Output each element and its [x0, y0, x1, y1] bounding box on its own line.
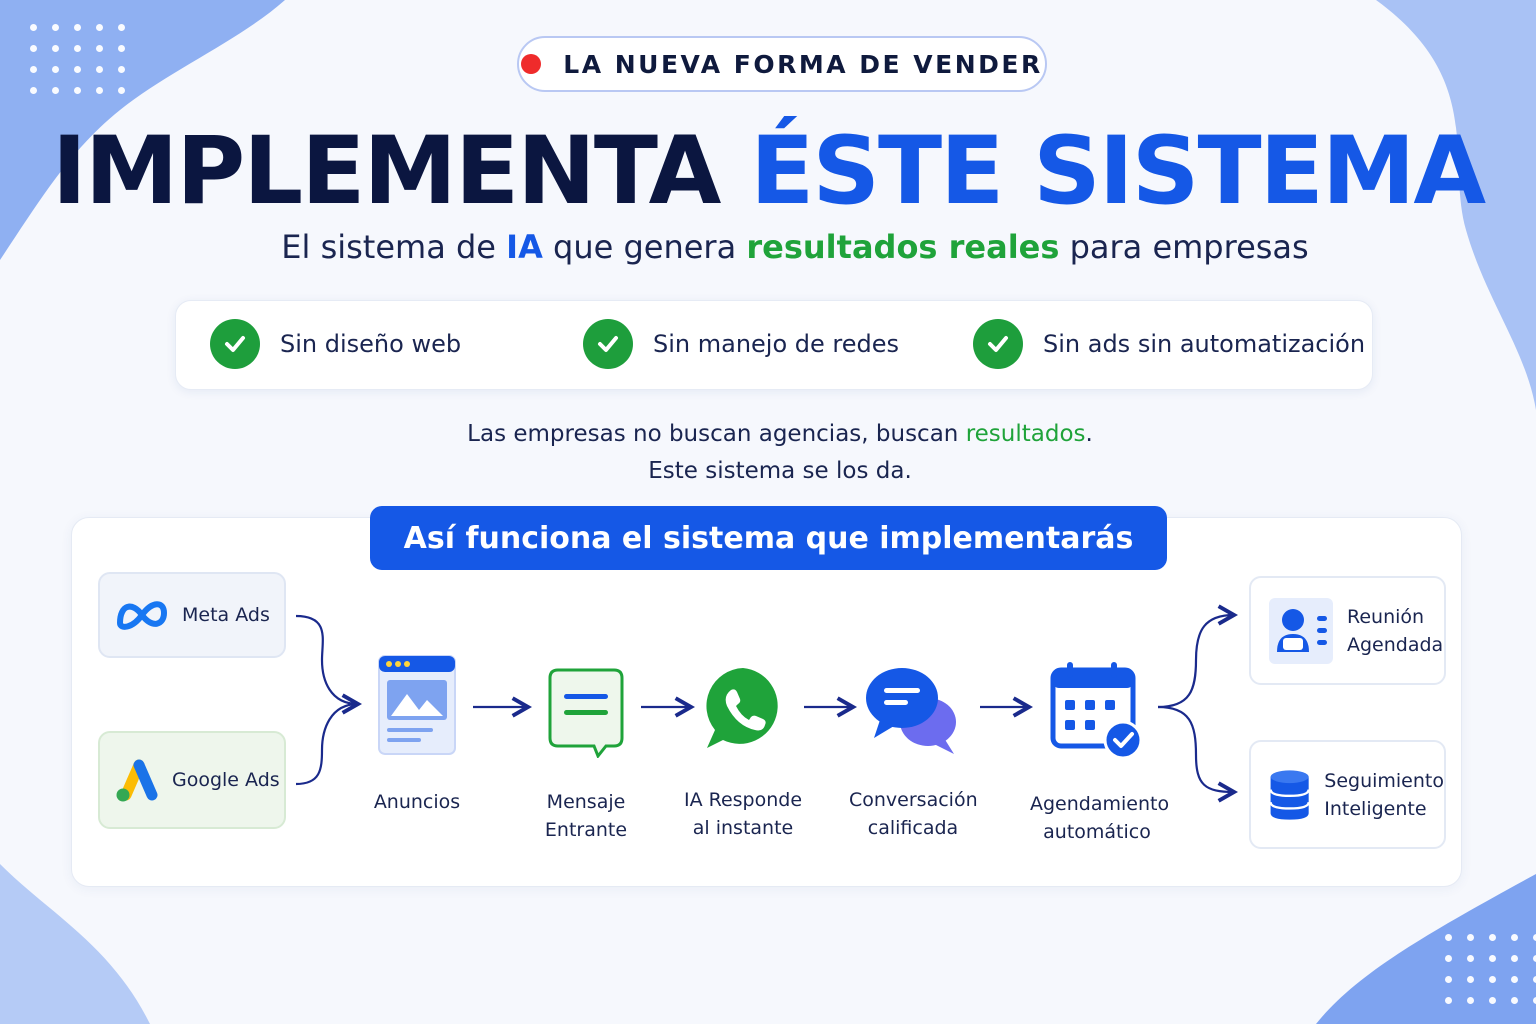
step-label: Anuncios: [373, 791, 461, 813]
meta-logo-icon: [117, 601, 167, 630]
step-mensaje-entrante: Mensaje Entrante: [536, 668, 636, 844]
source-label: Meta Ads: [182, 604, 270, 626]
output-label: Reunión Agendada: [1347, 605, 1444, 656]
note-period: .: [1085, 421, 1093, 447]
headline-badge: LA NUEVA FORMA DE VENDER: [517, 36, 1047, 92]
benefit-item: Sin ads sin automatización: [973, 319, 1365, 369]
note-line-2: Este sistema se los da.: [648, 458, 912, 484]
subtitle-highlight: resultados reales: [746, 228, 1060, 266]
benefit-label: Sin ads sin automatización: [1043, 330, 1366, 358]
message-icon: [548, 668, 624, 758]
step-label: Agendamiento automático: [1030, 793, 1170, 843]
whatsapp-icon: [706, 668, 778, 748]
contact-card-icon: [1269, 597, 1333, 664]
hero-title-dark: IMPLEMENTA: [51, 117, 722, 226]
note-text: Las empresas no buscan agencias, buscan: [467, 421, 966, 447]
red-dot-icon: [521, 54, 542, 74]
check-circle-icon: [210, 319, 260, 369]
step-agendamiento: Agendamiento automático: [1030, 660, 1170, 846]
check-circle-icon: [973, 319, 1023, 369]
badge-label: LA NUEVA FORMA DE VENDER: [563, 49, 1043, 79]
hero-title: IMPLEMENTA ÉSTE SISTEMA: [0, 112, 1536, 232]
google-ads-logo-icon: [116, 759, 158, 802]
step-label: IA Responde al instante: [683, 789, 803, 839]
step-anuncios: Anuncios: [357, 654, 477, 816]
benefits-card: Sin diseño web Sin manejo de redes Sin a…: [175, 300, 1373, 390]
chat-bubbles-icon: [866, 668, 956, 754]
step-ia-responde: IA Responde al instante: [683, 664, 803, 842]
source-google-ads: Google Ads: [98, 731, 286, 829]
decorative-dots-bottom-right: [1445, 934, 1536, 1004]
source-meta-ads: Meta Ads: [98, 572, 286, 658]
database-icon: [1269, 769, 1310, 820]
output-label: Seguimiento Inteligente: [1324, 769, 1444, 820]
background-blob-bottom-right: [1316, 874, 1536, 1024]
subtitle: El sistema de IA que genera resultados r…: [0, 228, 1536, 266]
output-reunion-agendada: Reunión Agendada: [1249, 576, 1446, 685]
hero-title-blue: ÉSTE SISTEMA: [750, 117, 1486, 226]
benefit-item: Sin manejo de redes: [583, 319, 899, 369]
subtitle-part2: que genera: [542, 228, 747, 266]
flow-title-banner: Así funciona el sistema que implementará…: [370, 506, 1167, 570]
source-label: Google Ads: [172, 769, 280, 791]
ad-browser-icon: [378, 655, 456, 755]
step-label: Mensaje Entrante: [544, 791, 628, 841]
subtitle-part3: para empresas: [1059, 228, 1309, 266]
note-line-1: Las empresas no buscan agencias, buscan …: [0, 421, 1536, 447]
decorative-dots-top-left: [30, 24, 126, 94]
note-highlight: resultados: [965, 421, 1086, 447]
benefit-label: Sin diseño web: [280, 330, 462, 358]
background-blob-bottom-left: [0, 864, 150, 1024]
calendar-check-icon: [1050, 662, 1143, 760]
background-blob-top-left: [0, 0, 285, 260]
step-label: Conversación calificada: [849, 789, 978, 839]
step-conversacion: Conversación calificada: [849, 664, 978, 842]
subtitle-ia: IA: [506, 228, 543, 266]
benefit-item: Sin diseño web: [210, 319, 461, 369]
subtitle-part1: El sistema de: [281, 228, 507, 266]
check-circle-icon: [583, 319, 633, 369]
output-seguimiento: Seguimiento Inteligente: [1249, 740, 1446, 849]
benefit-label: Sin manejo de redes: [653, 330, 900, 358]
background-blob-top-right: [1376, 0, 1536, 410]
